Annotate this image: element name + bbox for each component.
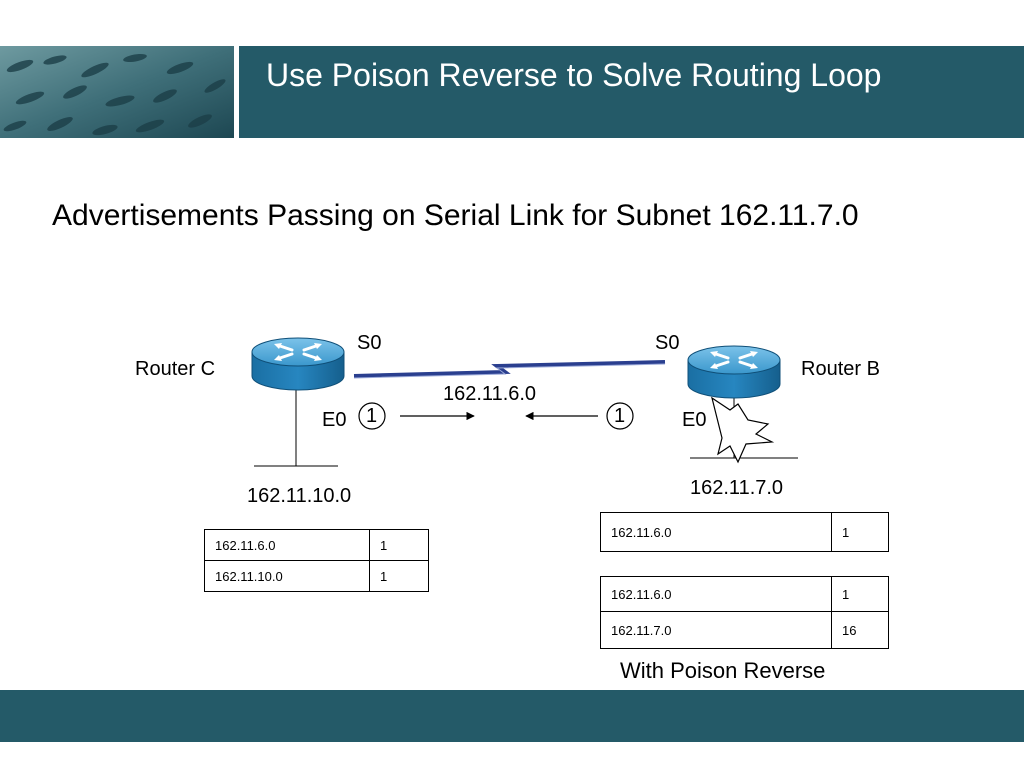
table-row: 162.11.6.0 1 <box>600 512 889 552</box>
route-metric: 1 <box>369 560 429 592</box>
header-image <box>0 46 234 138</box>
router-b-ethernet-label: E0 <box>682 409 707 431</box>
route-metric: 1 <box>369 529 429 561</box>
router-icon <box>251 337 345 391</box>
route-network: 162.11.7.0 <box>600 611 832 649</box>
router-c-routing-table: 162.11.6.0 1 162.11.10.0 1 <box>204 529 429 592</box>
router-b-poison-reverse-table: 162.11.6.0 1 162.11.7.0 16 <box>600 576 889 649</box>
route-network: 162.11.6.0 <box>204 529 370 561</box>
slide-subtitle: Advertisements Passing on Serial Link fo… <box>52 199 859 232</box>
serial-link <box>353 360 666 378</box>
route-metric: 1 <box>831 512 889 552</box>
router-c-hop-count: 1 <box>366 405 378 427</box>
route-metric: 16 <box>831 611 889 649</box>
serial-link-subnet: 162.11.6.0 <box>443 383 537 405</box>
table-row: 162.11.6.0 1 <box>600 576 889 612</box>
router-c-ethernet-label: E0 <box>322 409 347 431</box>
table-row: 162.11.6.0 1 <box>204 529 429 561</box>
router-c-serial-label: S0 <box>357 332 382 354</box>
serial-link-highlight <box>353 363 666 379</box>
route-metric: 1 <box>831 576 889 612</box>
slide-title: Use Poison Reverse to Solve Routing Loop <box>266 57 882 93</box>
poison-reverse-caption: With Poison Reverse <box>620 658 826 683</box>
route-network: 162.11.6.0 <box>600 576 832 612</box>
router-b-hop-count: 1 <box>614 405 626 427</box>
router-b-routing-table: 162.11.6.0 1 <box>600 512 889 552</box>
header-divider <box>234 46 239 138</box>
table-row: 162.11.7.0 16 <box>600 611 889 649</box>
router-b-lan-subnet: 162.11.7.0 <box>690 477 784 499</box>
router-b-serial-label: S0 <box>655 332 680 354</box>
router-icon <box>687 345 781 399</box>
router-b-hop-badge <box>606 402 634 430</box>
route-network: 162.11.6.0 <box>600 512 832 552</box>
fish-school-image <box>0 46 234 138</box>
router-c-lan-subnet: 162.11.10.0 <box>247 485 352 507</box>
table-row: 162.11.10.0 1 <box>204 560 429 592</box>
footer-bar <box>0 690 1024 742</box>
router-c-label: Router C <box>135 358 216 380</box>
failure-burst-icon <box>711 396 775 464</box>
router-b-label: Router B <box>801 358 880 380</box>
router-c-hop-badge <box>358 402 386 430</box>
route-network: 162.11.10.0 <box>204 560 370 592</box>
